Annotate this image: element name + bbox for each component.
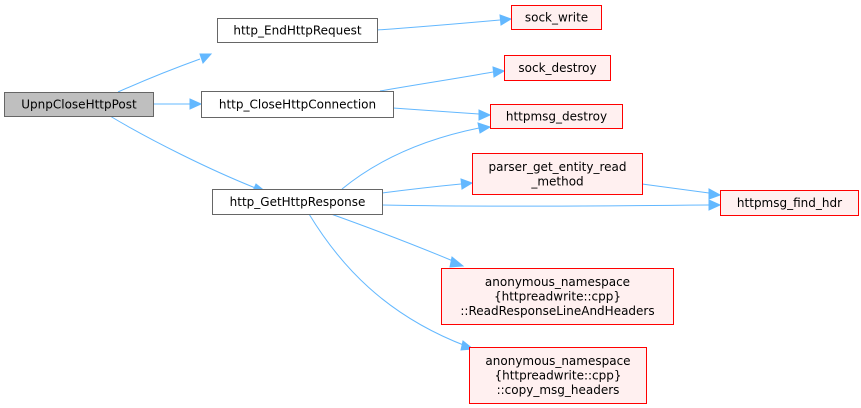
edge-line bbox=[379, 71, 494, 92]
node-box bbox=[441, 268, 674, 325]
edges bbox=[109, 14, 722, 351]
node-label: http_CloseHttpConnection bbox=[219, 98, 376, 112]
node-label: http_GetHttpResponse bbox=[230, 195, 366, 209]
edge-upnp-close-http-post-to-http-end-http-request bbox=[117, 53, 213, 93]
node-label: httpmsg_find_hdr bbox=[737, 196, 842, 210]
node-label: httpmsg_destroy bbox=[506, 110, 607, 124]
node-sock-write[interactable]: sock_write bbox=[511, 5, 602, 30]
node-label: sock_destroy bbox=[518, 61, 596, 75]
edge-line bbox=[109, 115, 259, 190]
node-box bbox=[469, 347, 647, 404]
node-box bbox=[472, 153, 643, 195]
node-label: anonymous_namespace bbox=[485, 275, 630, 289]
arrowhead-icon bbox=[478, 109, 492, 121]
edge-http-close-http-connection-to-sock-destroy bbox=[379, 66, 506, 92]
edge-line bbox=[381, 204, 710, 207]
edge-http-get-http-response-to-httpmsg-find-hdr bbox=[381, 199, 722, 211]
node-httpmsg-find-hdr[interactable]: httpmsg_find_hdr bbox=[720, 190, 859, 216]
arrowhead-icon bbox=[477, 122, 492, 134]
arrowhead-icon bbox=[492, 66, 506, 78]
arrowhead-icon bbox=[189, 98, 203, 110]
edge-http-close-http-connection-to-httpmsg-destroy bbox=[392, 107, 492, 121]
node-label: ::copy_msg_headers bbox=[497, 383, 620, 397]
node-label: UpnpCloseHttpPost bbox=[21, 98, 137, 112]
node-box bbox=[217, 18, 378, 43]
nodes: UpnpCloseHttpPost http_EndHttpRequesthttp… bbox=[4, 5, 859, 404]
node-read-response-line-and-headers[interactable]: anonymous_namespace{httpreadwrite::cpp}:… bbox=[441, 268, 674, 325]
arrowhead-icon bbox=[499, 14, 513, 26]
node-box bbox=[4, 92, 154, 117]
arrowhead-icon bbox=[460, 178, 474, 190]
node-label: ::ReadResponseLineAndHeaders bbox=[460, 304, 654, 318]
node-box bbox=[504, 55, 611, 81]
edge-line bbox=[308, 213, 467, 347]
edge-http-get-http-response-to-parser-get-entity-read-method bbox=[381, 178, 474, 194]
node-box bbox=[201, 91, 394, 118]
node-upnp-close-http-post: UpnpCloseHttpPost bbox=[4, 92, 154, 117]
edge-upnp-close-http-post-to-http-close-http-connection bbox=[153, 98, 203, 110]
edge-http-get-http-response-to-httpmsg-destroy bbox=[341, 122, 492, 190]
node-label: http_EndHttpRequest bbox=[233, 24, 362, 38]
edge-line bbox=[376, 19, 501, 31]
node-sock-destroy[interactable]: sock_destroy bbox=[504, 55, 611, 81]
node-label: _method bbox=[530, 174, 583, 188]
node-copy-msg-headers[interactable]: anonymous_namespace{httpreadwrite::cpp}:… bbox=[469, 347, 647, 404]
node-box bbox=[511, 5, 602, 30]
node-label: anonymous_namespace bbox=[485, 354, 630, 368]
node-label: {httpreadwrite::cpp} bbox=[494, 369, 621, 383]
edge-http-end-http-request-to-sock-write bbox=[376, 14, 513, 31]
node-box bbox=[212, 189, 383, 215]
edge-line bbox=[117, 58, 201, 93]
edge-line bbox=[381, 183, 462, 194]
edge-line bbox=[641, 183, 710, 194]
node-http-close-http-connection[interactable]: http_CloseHttpConnection bbox=[201, 91, 394, 118]
edge-line bbox=[330, 213, 454, 262]
node-label: parser_get_entity_read bbox=[488, 160, 626, 174]
arrowhead-icon bbox=[449, 256, 465, 268]
node-box bbox=[490, 104, 623, 129]
arrowhead-icon bbox=[708, 188, 722, 200]
edge-upnp-close-http-post-to-http-get-http-response bbox=[109, 115, 268, 194]
node-box bbox=[720, 190, 859, 216]
edge-line bbox=[392, 107, 480, 115]
arrowhead-icon bbox=[708, 199, 722, 211]
arrowhead-icon bbox=[199, 53, 213, 64]
node-label: {httpreadwrite::cpp} bbox=[494, 290, 621, 304]
node-parser-get-entity-read-method[interactable]: parser_get_entity_read_method bbox=[472, 153, 643, 195]
node-http-end-http-request[interactable]: http_EndHttpRequest bbox=[217, 18, 378, 43]
node-http-get-http-response[interactable]: http_GetHttpResponse bbox=[212, 189, 383, 215]
edge-line bbox=[341, 127, 480, 190]
edge-parser-get-entity-read-method-to-httpmsg-find-hdr bbox=[641, 183, 722, 200]
edge-http-get-http-response-to-read-response-line-and-headers bbox=[330, 213, 465, 268]
node-label: sock_write bbox=[525, 11, 588, 25]
node-httpmsg-destroy[interactable]: httpmsg_destroy bbox=[490, 104, 623, 129]
